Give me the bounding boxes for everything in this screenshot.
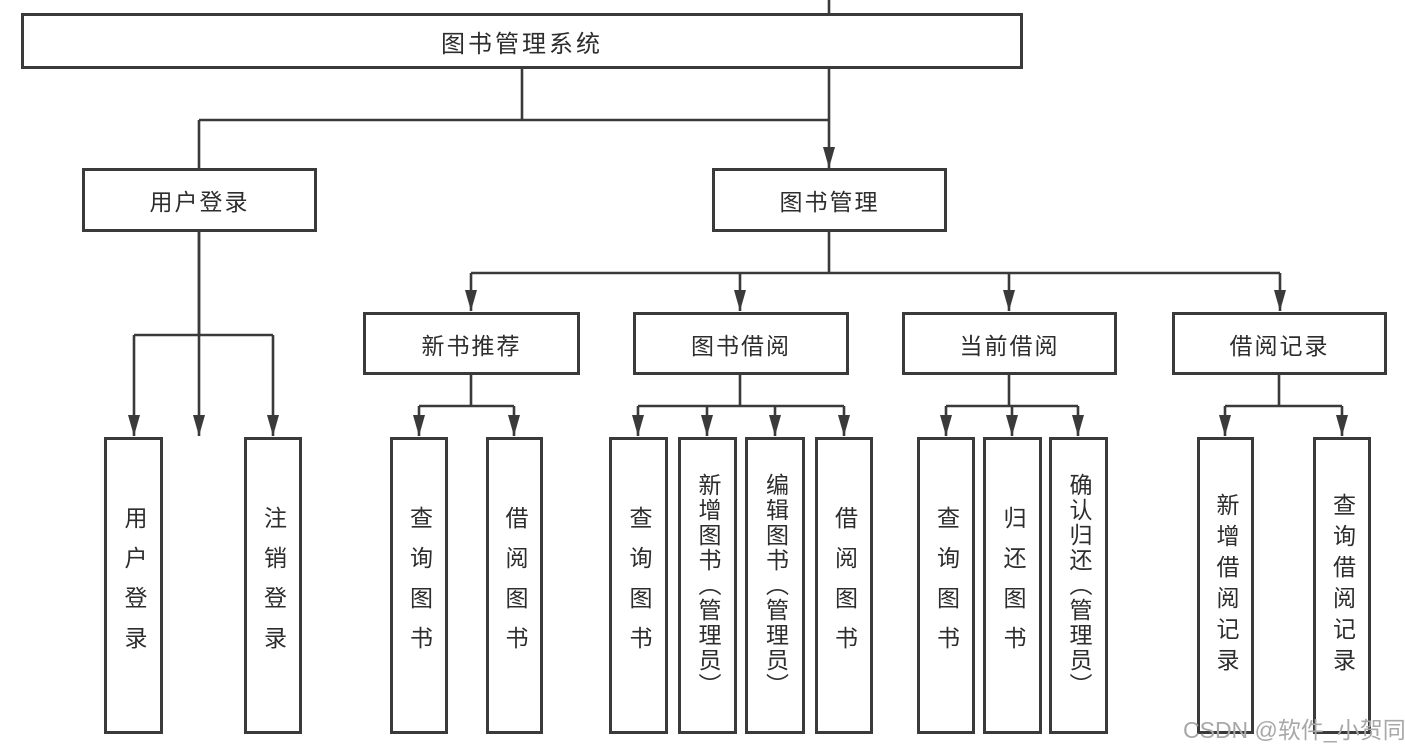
leaf-newbook-query-books-label: 查询图书	[406, 505, 433, 666]
leaf-user-login: 用户登录	[104, 437, 163, 734]
leaf-records-add-record: 新增借阅记录	[1197, 437, 1254, 734]
leaf-logout: 注销登录	[244, 437, 302, 734]
leaf-current-confirm-return-admin-label: 确认归还（管理员）	[1066, 473, 1092, 698]
leaf-borrowing-query-books: 查询图书	[609, 437, 668, 734]
node-borrowing-records: 借阅记录	[1172, 312, 1387, 375]
node-new-book-recommend-label: 新书推荐	[421, 332, 522, 359]
leaf-borrowing-add-books-admin-label: 新增图书（管理员）	[695, 473, 721, 698]
leaf-borrowing-edit-books-admin: 编辑图书（管理员）	[745, 437, 805, 734]
leaf-borrowing-borrow-books: 借阅图书	[815, 437, 873, 734]
leaf-current-query-books-label: 查询图书	[933, 505, 960, 666]
leaf-current-return-books-label: 归还图书	[1000, 505, 1026, 666]
node-user-login: 用户登录	[82, 168, 317, 232]
node-current-borrowing: 当前借阅	[902, 312, 1117, 375]
node-book-management: 图书管理	[712, 168, 947, 232]
node-library-system-label: 图书管理系统	[441, 30, 603, 58]
leaf-records-add-record-label: 新增借阅记录	[1213, 492, 1239, 679]
leaf-newbook-borrow-books: 借阅图书	[486, 437, 543, 734]
leaf-borrowing-add-books-admin: 新增图书（管理员）	[678, 437, 737, 734]
leaf-records-query-record: 查询借阅记录	[1313, 437, 1371, 734]
node-new-book-recommend: 新书推荐	[363, 312, 580, 375]
node-user-login-label: 用户登录	[149, 189, 250, 215]
leaf-current-return-books: 归还图书	[983, 437, 1042, 734]
node-book-borrowing-label: 图书借阅	[691, 332, 791, 359]
node-borrowing-records-label: 借阅记录	[1229, 332, 1330, 359]
node-current-borrowing-label: 当前借阅	[959, 332, 1060, 359]
node-library-system: 图书管理系统	[21, 13, 1023, 69]
leaf-borrowing-edit-books-admin-label: 编辑图书（管理员）	[762, 473, 789, 698]
leaf-logout-label: 注销登录	[260, 505, 287, 666]
leaf-current-confirm-return-admin: 确认归还（管理员）	[1049, 437, 1108, 734]
csdn-watermark: CSDN @软件_小贺同学	[1183, 717, 1405, 743]
node-book-management-label: 图书管理	[779, 189, 880, 215]
leaf-newbook-query-books: 查询图书	[390, 437, 448, 734]
node-book-borrowing: 图书借阅	[633, 312, 849, 375]
leaf-newbook-borrow-books-label: 借阅图书	[502, 505, 528, 666]
leaf-records-query-record-label: 查询借阅记录	[1329, 492, 1356, 679]
leaf-current-query-books: 查询图书	[917, 437, 975, 734]
leaf-user-login-label: 用户登录	[121, 505, 147, 666]
leaf-borrowing-query-books-label: 查询图书	[626, 505, 652, 666]
leaf-borrowing-borrow-books-label: 借阅图书	[831, 505, 858, 666]
